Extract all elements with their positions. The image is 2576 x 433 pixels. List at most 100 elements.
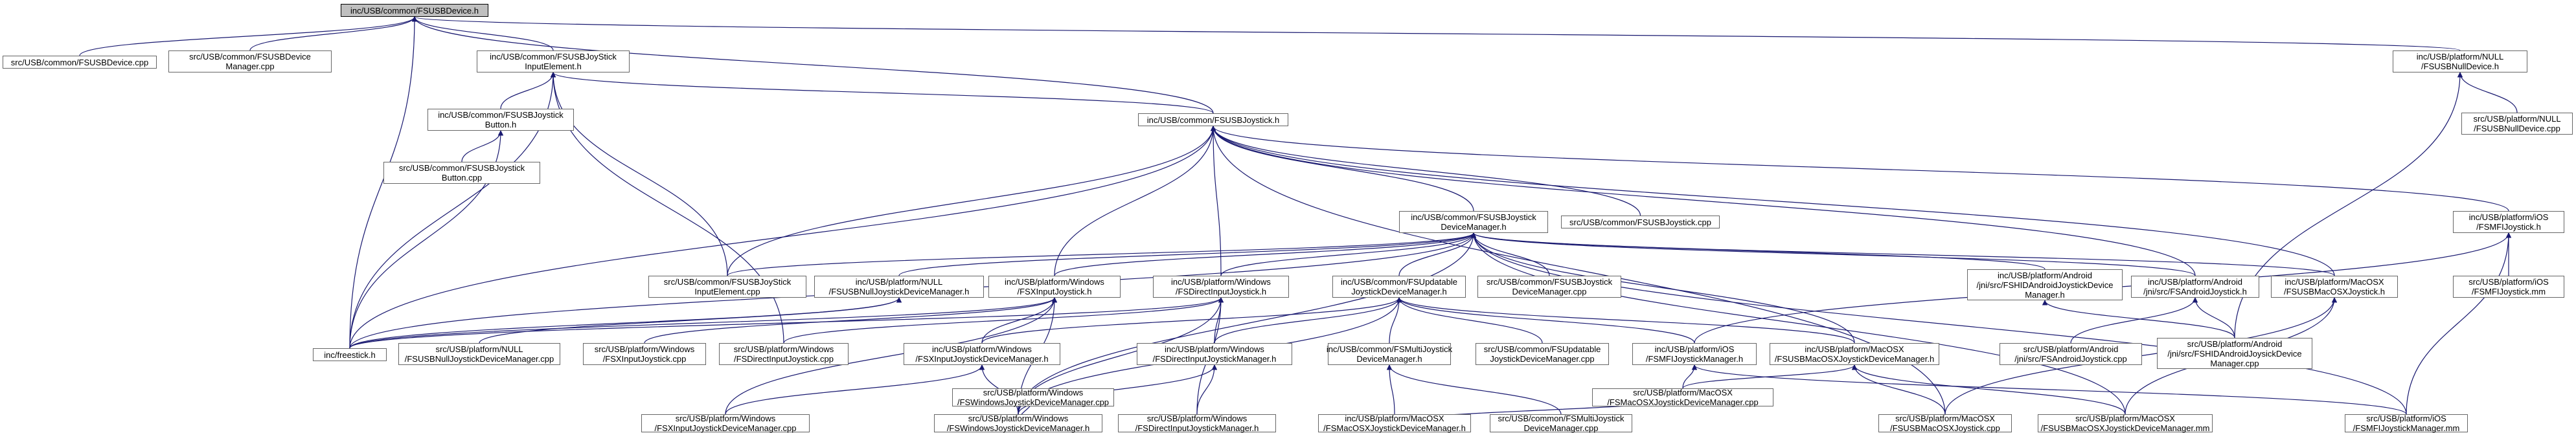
file-node-label-line: src/USB/platform/iOS (2468, 277, 2549, 287)
file-node-n35[interactable]: src/USB/platform/Windows/FSWindowsJoysti… (934, 414, 1102, 433)
edge-n5-to-n3 (500, 72, 556, 109)
file-node-n37[interactable]: inc/USB/platform/MacOSX/FSMacOSXJoystick… (1318, 414, 1471, 433)
file-node-n7[interactable]: src/USB/platform/NULL/FSUSBNullDevice.cp… (2461, 113, 2573, 135)
file-node-n24[interactable]: src/USB/platform/Windows/FSXInputJoystic… (583, 343, 706, 365)
file-node-n26[interactable]: inc/USB/platform/Windows/FSXInputJoystic… (904, 343, 1060, 365)
edge-n7-to-n4 (2457, 72, 2518, 113)
file-node-n14[interactable]: inc/USB/platform/Windows/FSXInputJoystic… (988, 276, 1121, 298)
file-node-label-line: inc/USB/platform/NULL (2416, 52, 2504, 61)
file-node-n41[interactable]: src/USB/platform/iOS/FSMFIJoystickManage… (2345, 414, 2468, 433)
file-node-label-line: Manager.cpp (2210, 358, 2259, 368)
edge-n31-to-n9 (1470, 232, 1855, 344)
file-node-n20[interactable]: inc/USB/platform/MacOSX/FSUSBMacOSXJoyst… (2271, 276, 2398, 298)
file-node-n10[interactable]: src/USB/common/FSUSBJoystick.cpp (1561, 216, 1720, 228)
file-node-label-line: /FSUSBMacOSXJoystick.h (2283, 287, 2386, 296)
file-node-label-line: /FSMacOSXJoystickDeviceManager.cpp (1607, 397, 1759, 407)
root-file-node[interactable]: inc/USB/common/FSUSBDevice.h (341, 4, 488, 17)
file-node-label-line: /FSMacOSXJoystickDeviceManager.h (1323, 423, 1466, 433)
edge-n40-to-n31 (1851, 364, 2126, 415)
edge-n41-to-n11 (2406, 232, 2512, 415)
edge-n17-to-n9 (1470, 232, 1550, 276)
edge-n13-to-n9 (898, 232, 1476, 276)
file-node-label-line: inc/USB/common/FSMultiJoystick (1326, 344, 1453, 354)
file-node-label-line: /FSDirectInputJoystick.cpp (734, 354, 834, 364)
file-node-label-line: inc/USB/platform/Windows (1165, 344, 1264, 354)
edge-n14-to-n6 (1054, 126, 1216, 276)
file-node-n4[interactable]: inc/USB/platform/NULL/FSUSBNullDevice.h (2393, 50, 2527, 72)
edge-n22-to-n15 (349, 297, 1224, 349)
edge-n22-to-n13 (349, 297, 902, 349)
edge-n34-to-n14 (725, 297, 1058, 415)
file-node-label-line: inc/USB/platform/Windows (1171, 277, 1271, 287)
file-node-label-line: inc/USB/platform/Android (1998, 270, 2092, 280)
file-node-label-line: src/USB/common/FSMultiJoystick (1498, 414, 1624, 423)
file-node-n1[interactable]: src/USB/common/FSUSBDevice.cpp (3, 56, 157, 69)
file-node-n30[interactable]: inc/USB/platform/iOS/FSMFIJoystickManage… (1632, 343, 1757, 365)
edge-n25-to-n3 (550, 72, 784, 344)
edge-n26-to-n16 (981, 297, 1402, 344)
file-node-n32[interactable]: src/USB/platform/Android/jni/src/FSAndro… (2000, 343, 2142, 365)
file-node-label-line: src/USB/platform/Windows (983, 388, 1084, 397)
file-node-label-line: /jni/src/FSHIDAndroidJoysickDevice (2167, 348, 2302, 359)
file-node-n11[interactable]: inc/USB/platform/iOS/FSMFIJoystick.h (2453, 211, 2564, 233)
file-node-n23[interactable]: src/USB/platform/NULL/FSUSBNullJoystickD… (398, 343, 560, 365)
file-node-label-line: src/USB/common/FSUSBJoystick.cpp (1569, 217, 1711, 227)
file-node-n22[interactable]: inc/freestick.h (313, 348, 387, 361)
file-node-n13[interactable]: inc/USB/platform/NULL/FSUSBNullJoystickD… (814, 276, 984, 298)
file-node-label-line: InputElement.cpp (694, 287, 760, 296)
edge-n43-to-n31 (1682, 364, 1858, 389)
file-node-label-line: DeviceManager.h (1441, 222, 1507, 232)
file-node-n40[interactable]: src/USB/platform/MacOSX/FSUSBMacOSXJoyst… (2038, 414, 2213, 433)
edge-n16-to-n9 (1398, 232, 1477, 276)
edge-n6-to-n0 (411, 16, 1214, 114)
edge-n14-to-n9 (1054, 232, 1477, 276)
file-node-label-line: src/USB/platform/Windows (675, 414, 776, 423)
file-node-label-line: inc/USB/platform/NULL (855, 277, 943, 287)
file-node-n36[interactable]: src/USB/platform/Windows/FSDirectInputJo… (1118, 414, 1276, 433)
file-node-n27[interactable]: inc/USB/platform/Windows/FSDirectInputJo… (1137, 343, 1292, 365)
edge-n37-to-n28 (1386, 364, 1395, 415)
file-node-label-line: /FSDirectInputJoystick.h (1175, 287, 1267, 296)
file-node-n21[interactable]: src/USB/platform/iOS/FSMFIJoystick.mm (2453, 276, 2564, 298)
edge-n32-to-n19 (2070, 297, 2198, 344)
file-node-n43[interactable]: src/USB/platform/MacOSX/FSMacOSXJoystick… (1592, 388, 1773, 407)
file-node-label-line: src/USB/platform/NULL (435, 344, 523, 354)
file-node-n25[interactable]: src/USB/platform/Windows/FSDirectInputJo… (719, 343, 849, 365)
edge-n41-to-n30 (1692, 364, 2407, 415)
edge-n31-to-n16 (1396, 297, 1855, 344)
file-node-n42[interactable]: src/USB/platform/Windows/FSWindowsJoysti… (952, 388, 1114, 407)
file-node-label-line: /FSMFIJoystickManager.mm (2353, 423, 2460, 433)
edge-n40-to-n9 (1470, 232, 2126, 415)
file-node-n6[interactable]: inc/USB/common/FSUSBJoystick.h (1138, 113, 1288, 126)
edge-n22-to-n14 (349, 297, 1057, 349)
file-node-n33[interactable]: src/USB/platform/Android/jni/src/FSHIDAn… (2157, 338, 2312, 369)
file-node-n15[interactable]: inc/USB/platform/Windows/FSDirectInputJo… (1153, 276, 1289, 298)
file-node-n19[interactable]: inc/USB/platform/Android/jni/src/FSAndro… (2131, 276, 2259, 298)
file-node-label-line: Button.cpp (441, 173, 483, 183)
file-node-label-line: /FSXInputJoystick.h (1017, 287, 1092, 296)
file-node-n39[interactable]: src/USB/platform/MacOSX/FSUSBMacOSXJoyst… (1878, 414, 2012, 433)
file-node-n31[interactable]: inc/USB/platform/MacOSX/FSUSBMacOSXJoyst… (1770, 343, 1939, 365)
file-node-n34[interactable]: src/USB/platform/Windows/FSXInputJoystic… (641, 414, 810, 433)
file-node-label-line: /FSMFIJoystick.h (2476, 222, 2541, 232)
file-node-label-line: /FSUSBMacOSXJoystickDeviceManager.h (1774, 354, 1935, 364)
file-node-label-line: src/USB/platform/MacOSX (1633, 388, 1733, 397)
file-node-label-line: Manager.h (2025, 289, 2065, 300)
file-node-n18[interactable]: inc/USB/platform/Android/jni/src/FSHIDAn… (1967, 269, 2123, 300)
file-node-label-line: /FSDirectInputJoystickManager.h (1152, 354, 1277, 364)
file-node-label-line: /FSUSBNullJoystickDeviceManager.cpp (404, 354, 554, 364)
edge-n3-to-n0 (411, 16, 554, 51)
file-node-label-line: inc/USB/common/FSUSBDevice.h (350, 5, 479, 16)
